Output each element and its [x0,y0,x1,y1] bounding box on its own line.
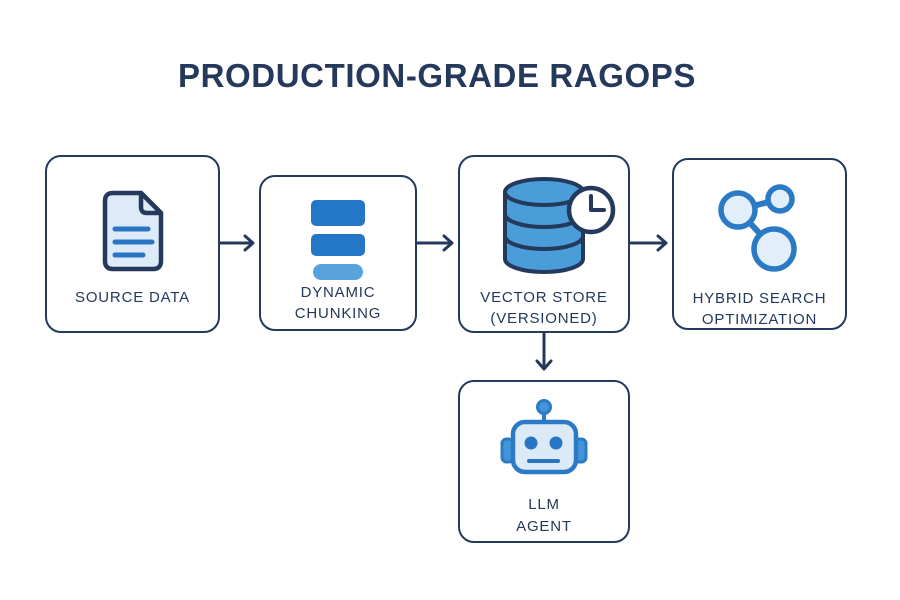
node-label: HYBRID SEARCH OPTIMIZATION [692,290,827,328]
node-source-data: SOURCE DATA [45,155,220,333]
node-label: VECTOR STORE (VERSIONED) [480,289,608,327]
page-title: PRODUCTION-GRADE RAGOPS [178,57,696,94]
node-hybrid-search-optimization: HYBRID SEARCH OPTIMIZATION [672,158,847,330]
node-llm-agent: LLM AGENT [458,380,630,543]
node-vector-store: VECTOR STORE (VERSIONED) [458,155,630,333]
clock-icon [566,185,616,235]
arrow-source-to-chunking [218,234,255,252]
document-icon [102,190,163,272]
arrow-vector-to-hybrid [629,234,668,252]
node-dynamic-chunking: DYNAMIC CHUNKING [259,175,417,331]
chunking-stack-icon [311,200,365,280]
node-label: DYNAMIC CHUNKING [294,284,382,322]
database-clock-icon [503,177,616,274]
arrow-vector-to-agent [535,331,553,371]
node-label: LLM AGENT [516,496,572,535]
arrow-chunking-to-vector [415,234,454,252]
robot-icon [500,399,588,475]
network-graph-icon [717,184,797,272]
node-label: SOURCE DATA [75,289,190,306]
